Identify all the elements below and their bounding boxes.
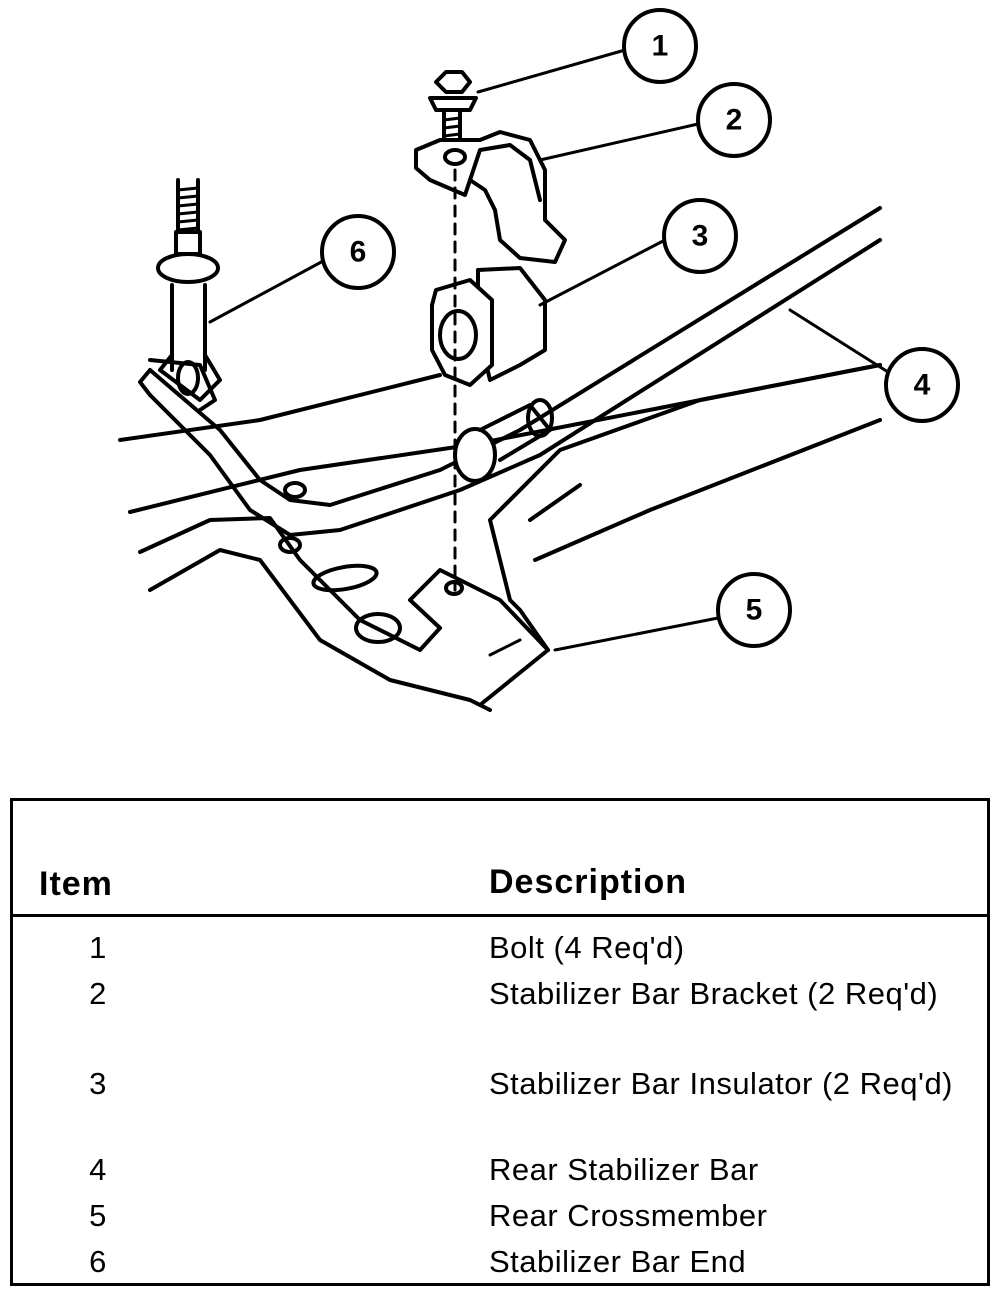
leader-lines bbox=[208, 48, 890, 652]
table-header: Item Description bbox=[13, 801, 987, 917]
bolt-hole bbox=[444, 580, 464, 596]
rear-stabilizer-bar bbox=[138, 206, 882, 537]
callout-4: 4 bbox=[884, 347, 960, 423]
bolt bbox=[428, 70, 478, 162]
parts-table: Item Description 1 Bolt (4 Req'd) 2 Stab… bbox=[10, 798, 990, 1286]
rear-crossmember bbox=[118, 363, 882, 712]
item-description: Bolt (4 Req'd) bbox=[489, 930, 685, 965]
callout-5-label: 5 bbox=[746, 594, 763, 627]
item-description: Stabilizer Bar Bracket (2 Req'd) bbox=[489, 976, 939, 1011]
stabilizer-bar-exploded-diagram: 1 2 3 4 5 6 bbox=[118, 8, 960, 712]
item-description: Rear Stabilizer Bar bbox=[489, 1152, 759, 1187]
callout-6-label: 6 bbox=[350, 236, 367, 269]
callout-1-label: 1 bbox=[652, 30, 669, 63]
callout-5: 5 bbox=[716, 572, 792, 648]
item-description: Stabilizer Bar Insulator (2 Req'd) bbox=[489, 1066, 954, 1101]
callout-2: 2 bbox=[696, 82, 772, 158]
item-number: 6 bbox=[89, 1244, 107, 1279]
callout-3-label: 3 bbox=[692, 220, 709, 253]
item-number: 1 bbox=[89, 930, 107, 965]
item-number: 4 bbox=[89, 1152, 107, 1187]
item-number: 3 bbox=[89, 1066, 107, 1101]
callout-4-label: 4 bbox=[914, 369, 931, 402]
item-description: Rear Crossmember bbox=[489, 1198, 768, 1233]
stabilizer-bar-end bbox=[148, 178, 222, 412]
item-description: Stabilizer Bar End bbox=[489, 1244, 747, 1279]
item-number: 5 bbox=[89, 1198, 107, 1233]
callout-2-label: 2 bbox=[726, 104, 743, 137]
stabilizer-bar-bracket bbox=[414, 130, 567, 264]
callout-1: 1 bbox=[622, 8, 698, 84]
callout-3: 3 bbox=[662, 198, 738, 274]
stabilizer-bar-insulator bbox=[430, 266, 547, 387]
description-column-header: Description bbox=[489, 863, 688, 901]
callout-6: 6 bbox=[320, 214, 396, 290]
item-column-header: Item bbox=[39, 865, 113, 903]
item-number: 2 bbox=[89, 976, 107, 1011]
